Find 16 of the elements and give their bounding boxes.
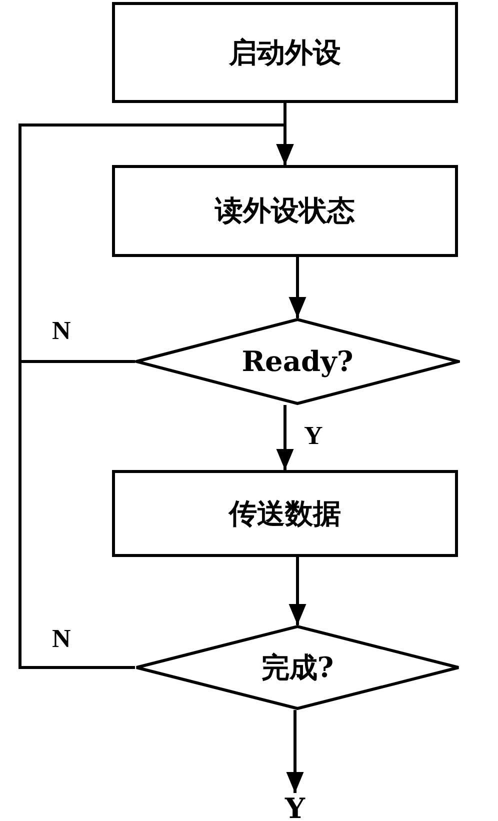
node-text: 传送数据	[229, 496, 341, 532]
decision-diamond	[135, 318, 460, 405]
arrow	[18, 124, 294, 669]
arrow	[276, 405, 294, 470]
process-box	[112, 470, 458, 557]
arrow	[288, 257, 306, 318]
decision-diamond	[135, 625, 460, 710]
node-text: 完成?	[261, 650, 334, 686]
outcome-label: Y	[285, 792, 305, 821]
node-text: 读外设状态	[215, 193, 355, 229]
process-box	[112, 2, 458, 103]
node-text: 启动外设	[229, 34, 341, 70]
arrow	[286, 710, 304, 793]
arrow	[288, 557, 306, 625]
node-text: Ready?	[242, 345, 354, 378]
process-box	[112, 165, 458, 257]
